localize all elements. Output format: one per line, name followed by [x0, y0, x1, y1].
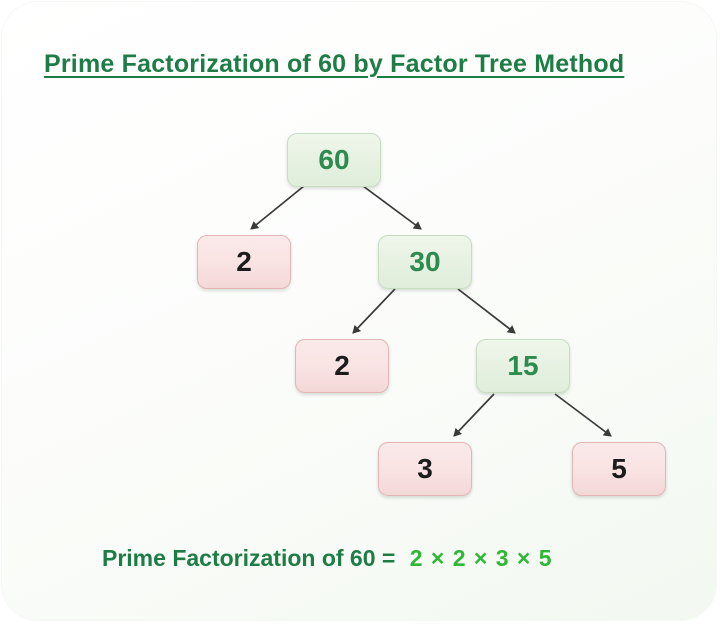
- edge-arrow-60-to-30: [362, 185, 422, 230]
- equation-label: Prime Factorization of 60 =: [102, 545, 396, 571]
- page-title: Prime Factorization of 60 by Factor Tree…: [44, 50, 625, 78]
- tree-node-30: 30: [378, 235, 472, 289]
- tree-node-5: 5: [572, 442, 666, 496]
- tree-node-2-first: 2: [197, 235, 291, 289]
- prime-factorization-equation: Prime Factorization of 60 = 2 × 2 × 3 × …: [102, 545, 553, 572]
- edge-arrow-60-to-2: [250, 185, 305, 230]
- edge-arrow-30-to-15: [457, 288, 516, 334]
- edge-arrow-15-to-5: [554, 393, 612, 437]
- tree-node-2-second: 2: [295, 339, 389, 393]
- tree-node-60: 60: [287, 133, 381, 187]
- edge-arrow-15-to-3: [453, 393, 495, 437]
- equation-factors: 2 × 2 × 3 × 5: [409, 545, 553, 571]
- edge-arrow-30-to-2: [352, 288, 396, 334]
- tree-node-15: 15: [476, 339, 570, 393]
- tree-node-3: 3: [378, 442, 472, 496]
